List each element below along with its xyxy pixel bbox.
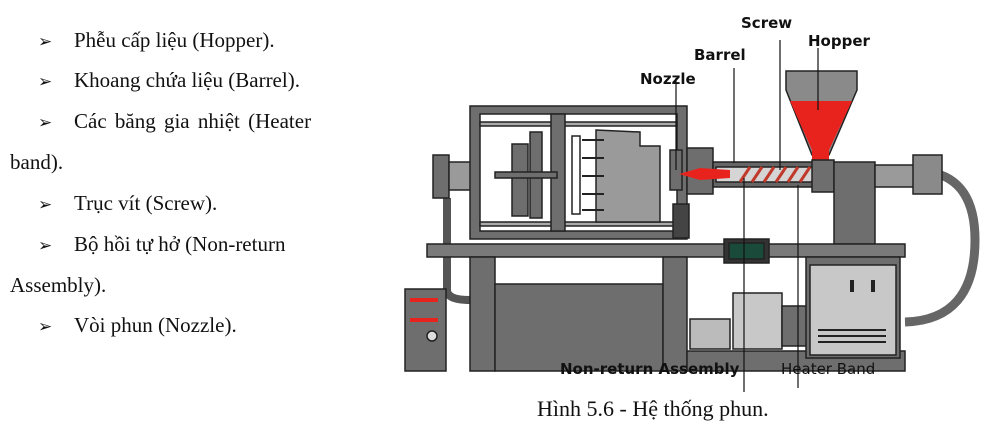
list-item: ➢Trục vít (Screw).: [38, 191, 218, 215]
list-item: ➢Khoang chứa liệu (Barrel).: [38, 68, 300, 92]
list-item: ➢Phễu cấp liệu (Hopper).: [38, 28, 275, 52]
left-cylinder-cap: [432, 154, 450, 199]
figure-caption: Hình 5.6 - Hệ thống phun.: [537, 396, 769, 421]
arrow-bullet-icon: ➢: [38, 236, 53, 256]
arrow-bullet-icon: ➢: [38, 317, 53, 337]
arrow-bullet-icon: ➢: [38, 72, 53, 92]
nozzle-melt: [679, 168, 730, 180]
screw: [738, 166, 824, 183]
mold: [595, 129, 661, 223]
arrow-bullet-icon: ➢: [38, 32, 53, 52]
list-item-continuation: Assembly).: [10, 273, 107, 297]
label-heater-band: Heater Band: [781, 360, 875, 378]
label-nozzle: Nozzle: [640, 70, 696, 88]
right-cylinder: [912, 154, 943, 195]
arrow-bullet-icon: ➢: [38, 113, 53, 133]
label-screw: Screw: [741, 14, 792, 32]
label-hopper: Hopper: [808, 32, 871, 50]
left-cylinder: [448, 161, 474, 191]
base-cabinet: [494, 283, 664, 372]
list-item: ➢Vòi phun (Nozzle).: [38, 313, 237, 337]
list-item: ➢Các băng gia nhiệt (Heater: [38, 109, 312, 133]
motor: [732, 292, 783, 350]
list-item: ➢Bộ hồi tự hở (Non-return: [38, 232, 286, 256]
left-hose: [443, 198, 471, 304]
list-item-continuation: band).: [10, 150, 64, 174]
hopper-melt: [790, 101, 852, 170]
control-keypad: [672, 203, 690, 239]
injection-unit: [833, 161, 876, 245]
right-hose: [904, 167, 980, 327]
injection-machine-diagram: Screw Hopper Barrel Nozzle Non-return As…: [404, 14, 980, 392]
machine-bed: [426, 243, 906, 258]
label-non-return-assembly: Non-return Assembly: [560, 360, 740, 378]
left-control-box: [404, 288, 447, 372]
arrow-bullet-icon: ➢: [38, 195, 53, 215]
label-barrel: Barrel: [694, 46, 746, 64]
small-motor: [689, 318, 731, 350]
